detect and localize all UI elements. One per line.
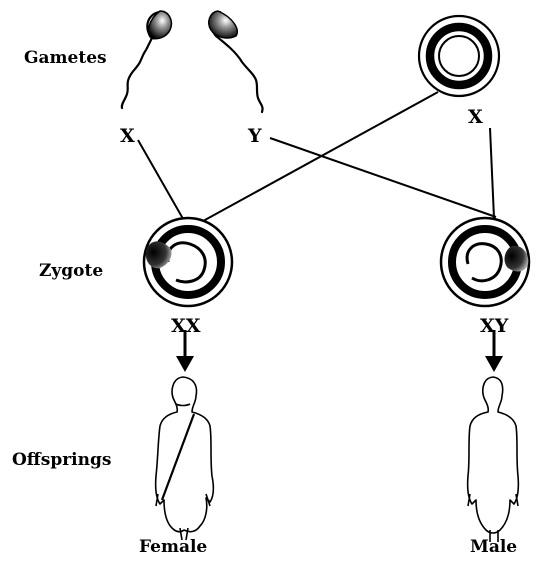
female-label: Female: [139, 537, 208, 557]
zygote-label: Zygote: [39, 261, 104, 281]
zygote-xx-label: XX: [171, 315, 201, 337]
zygote-female-icon: [142, 216, 234, 308]
zygote-xy-label: XY: [480, 315, 509, 337]
sperm-right-icon: [208, 10, 264, 114]
inheritance-lines: [137, 91, 497, 227]
egg-cell-icon: [417, 14, 501, 98]
egg-x-chromosome: X: [468, 106, 483, 128]
sperm-x-chromosome: X: [120, 125, 135, 147]
female-figure-icon: [154, 376, 215, 541]
sperm-y-chromosome: Y: [248, 125, 262, 147]
gametes-label: Gametes: [24, 48, 107, 68]
arrow-male-icon: [485, 330, 503, 372]
male-figure-icon: [466, 376, 520, 542]
male-label: Male: [470, 537, 518, 557]
offsprings-label: Offsprings: [12, 450, 112, 470]
zygote-male-icon: [439, 216, 531, 308]
arrow-female-icon: [176, 330, 194, 372]
sperm-left-icon: [120, 10, 173, 110]
